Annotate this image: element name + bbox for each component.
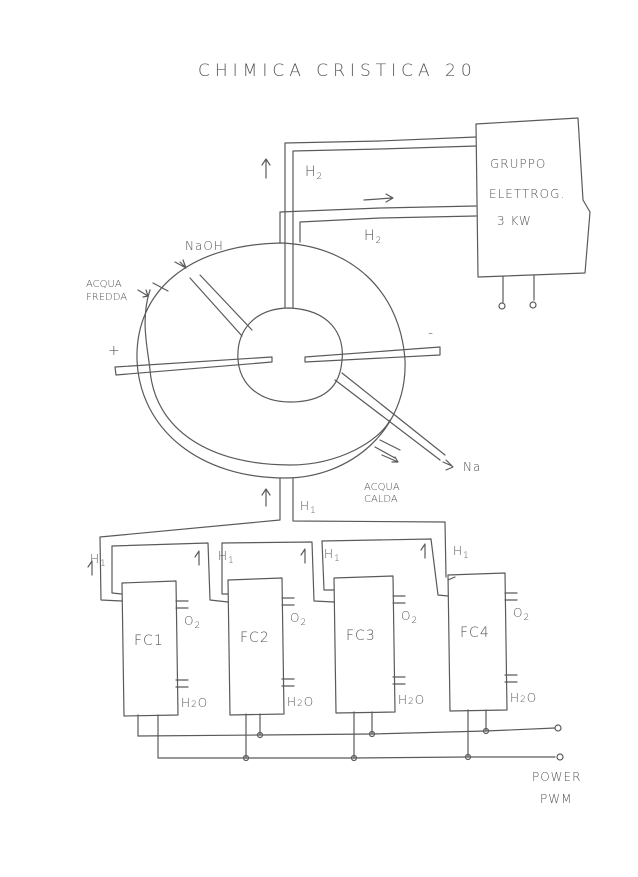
h1-main-label: H1 xyxy=(300,499,317,516)
acqua-fredda-label-1: ACQUA xyxy=(86,279,122,290)
naoh-pipe xyxy=(189,274,253,337)
arrow-icon xyxy=(137,289,149,298)
generator-terminal xyxy=(529,301,537,309)
generator-terminal xyxy=(498,302,506,310)
h2o-label: H2O xyxy=(398,693,425,707)
h2-pipes: H2 H2 xyxy=(261,136,477,309)
o2-label: O2 xyxy=(184,614,201,631)
cell-leads xyxy=(353,711,373,759)
arrow-icon xyxy=(442,459,454,471)
fuel-cell-label: FC4 xyxy=(460,625,490,641)
arrow-up-icon xyxy=(87,560,93,576)
o2-label: O2 xyxy=(513,606,530,623)
fuel-cell-box xyxy=(121,580,179,717)
arrow-icon xyxy=(381,454,399,463)
o2-label: O2 xyxy=(290,611,307,628)
h1-label: H1 xyxy=(324,547,341,564)
generator-label-3: 3 KW xyxy=(497,214,532,228)
fuel-cell-label: FC2 xyxy=(240,630,270,646)
anode xyxy=(114,356,273,376)
fuel-cell-box xyxy=(333,575,396,714)
power-terminal xyxy=(556,753,564,761)
arrow-up-icon xyxy=(420,543,426,559)
power-terminal xyxy=(554,724,562,732)
cell-leads xyxy=(467,709,487,758)
generator-label-1: GRUPPO xyxy=(490,157,546,171)
generator-label-2: ELETTROG. xyxy=(489,187,565,201)
port-stubs xyxy=(392,595,406,685)
port-stubs xyxy=(281,597,295,687)
cell-leads xyxy=(245,713,261,759)
title: CHIMICA CRISTICA 20 xyxy=(198,61,477,81)
acqua-calda-label-2: CALDA xyxy=(364,494,398,505)
h1-label: H1 xyxy=(90,552,107,569)
arrow-up-icon xyxy=(300,548,306,564)
port-stubs xyxy=(175,600,189,688)
h2-label-upper: H2 xyxy=(305,164,323,182)
h2-label-lower: H2 xyxy=(364,228,382,246)
cathode xyxy=(304,346,441,363)
power-bus: POWER PWM xyxy=(137,714,581,806)
na-label: Na xyxy=(463,460,481,474)
port-stubs xyxy=(504,592,518,683)
arrow-right-icon xyxy=(363,193,394,203)
arrow-up-icon xyxy=(194,550,200,566)
acqua-calda-label-1: ACQUA xyxy=(364,482,400,493)
minus-label: - xyxy=(428,325,434,341)
fuel-cell-label: FC1 xyxy=(134,633,164,649)
naoh-label: NaOH xyxy=(185,239,224,253)
fuel-cell-box xyxy=(227,577,285,716)
acqua-fredda-label-2: FREDDA xyxy=(86,292,127,303)
plus-label: + xyxy=(108,343,121,359)
h2o-label: H2O xyxy=(287,695,314,709)
pwm-label: PWM xyxy=(540,792,572,806)
power-label: POWER xyxy=(532,770,581,784)
h2o-label: H2O xyxy=(181,696,208,710)
arrow-up-icon xyxy=(261,488,271,507)
fuel-cell-box xyxy=(447,572,508,712)
electrolyzer: + - NaOH ACQUA FREDDA ACQUA CALDA Na xyxy=(86,239,481,505)
h1-label: H1 xyxy=(218,549,235,566)
arrow-icon xyxy=(174,259,187,269)
arrow-up-icon xyxy=(261,158,271,179)
h2o-label: H2O xyxy=(510,691,537,705)
o2-label: O2 xyxy=(401,609,418,626)
h1-manifold: H1 xyxy=(87,477,456,603)
na-pipe xyxy=(334,372,446,461)
fuel-cell-label: FC3 xyxy=(346,628,376,644)
h1-label: H1 xyxy=(453,544,470,561)
generator-box: GRUPPO ELETTROG. 3 KW xyxy=(475,117,591,310)
